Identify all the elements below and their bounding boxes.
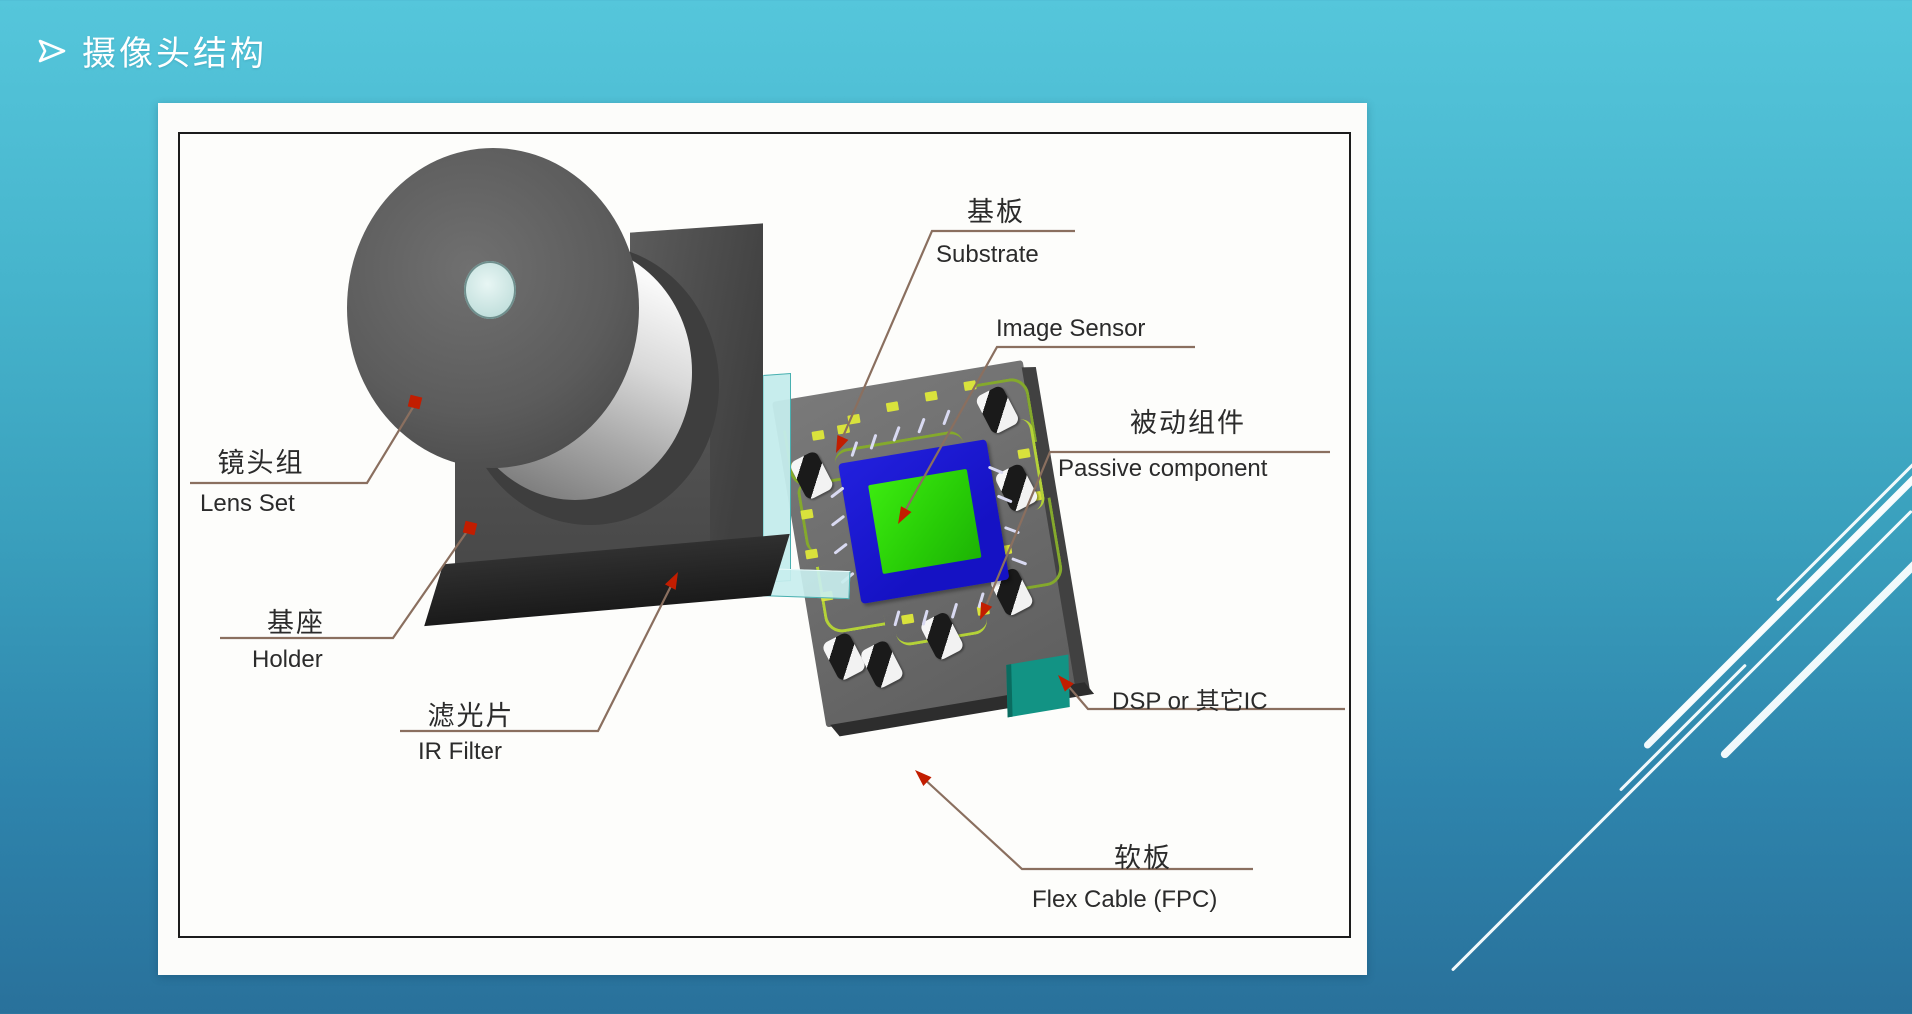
label-lens-en: Lens Set (200, 490, 295, 517)
label-holder-en: Holder (252, 646, 323, 673)
label-dsp: DSP or 其它IC (1112, 688, 1268, 715)
label-passive-en: Passive component (1058, 455, 1268, 482)
label-image-sensor: Image Sensor (996, 315, 1146, 342)
label-flex-zh: 软板 (1114, 843, 1172, 873)
lens-aperture (464, 261, 516, 319)
label-substrate-en: Substrate (936, 241, 1039, 268)
decorative-line (1719, 556, 1912, 760)
image-sensor-die (868, 468, 982, 575)
label-lens-zh: 镜头组 (217, 448, 305, 478)
page-title: 摄像头结构 (82, 35, 267, 73)
decorative-line (1450, 509, 1912, 972)
label-substrate-zh: 基板 (967, 197, 1025, 227)
slide-heading: 摄像头结构 (36, 26, 267, 75)
label-flex-en: Flex Cable (FPC) (1032, 886, 1218, 913)
pcb-substrate (772, 358, 1095, 737)
label-holder-zh: 基座 (267, 608, 325, 638)
label-filter-en: IR Filter (418, 738, 502, 765)
image-sensor-package (838, 439, 1010, 604)
bullet-arrow-icon (36, 35, 68, 67)
label-passive-zh: 被动组件 (1130, 408, 1246, 438)
flex-cable-connector-tab (1006, 654, 1070, 718)
label-filter-zh: 滤光片 (427, 701, 515, 731)
decorative-line (1618, 663, 1747, 792)
